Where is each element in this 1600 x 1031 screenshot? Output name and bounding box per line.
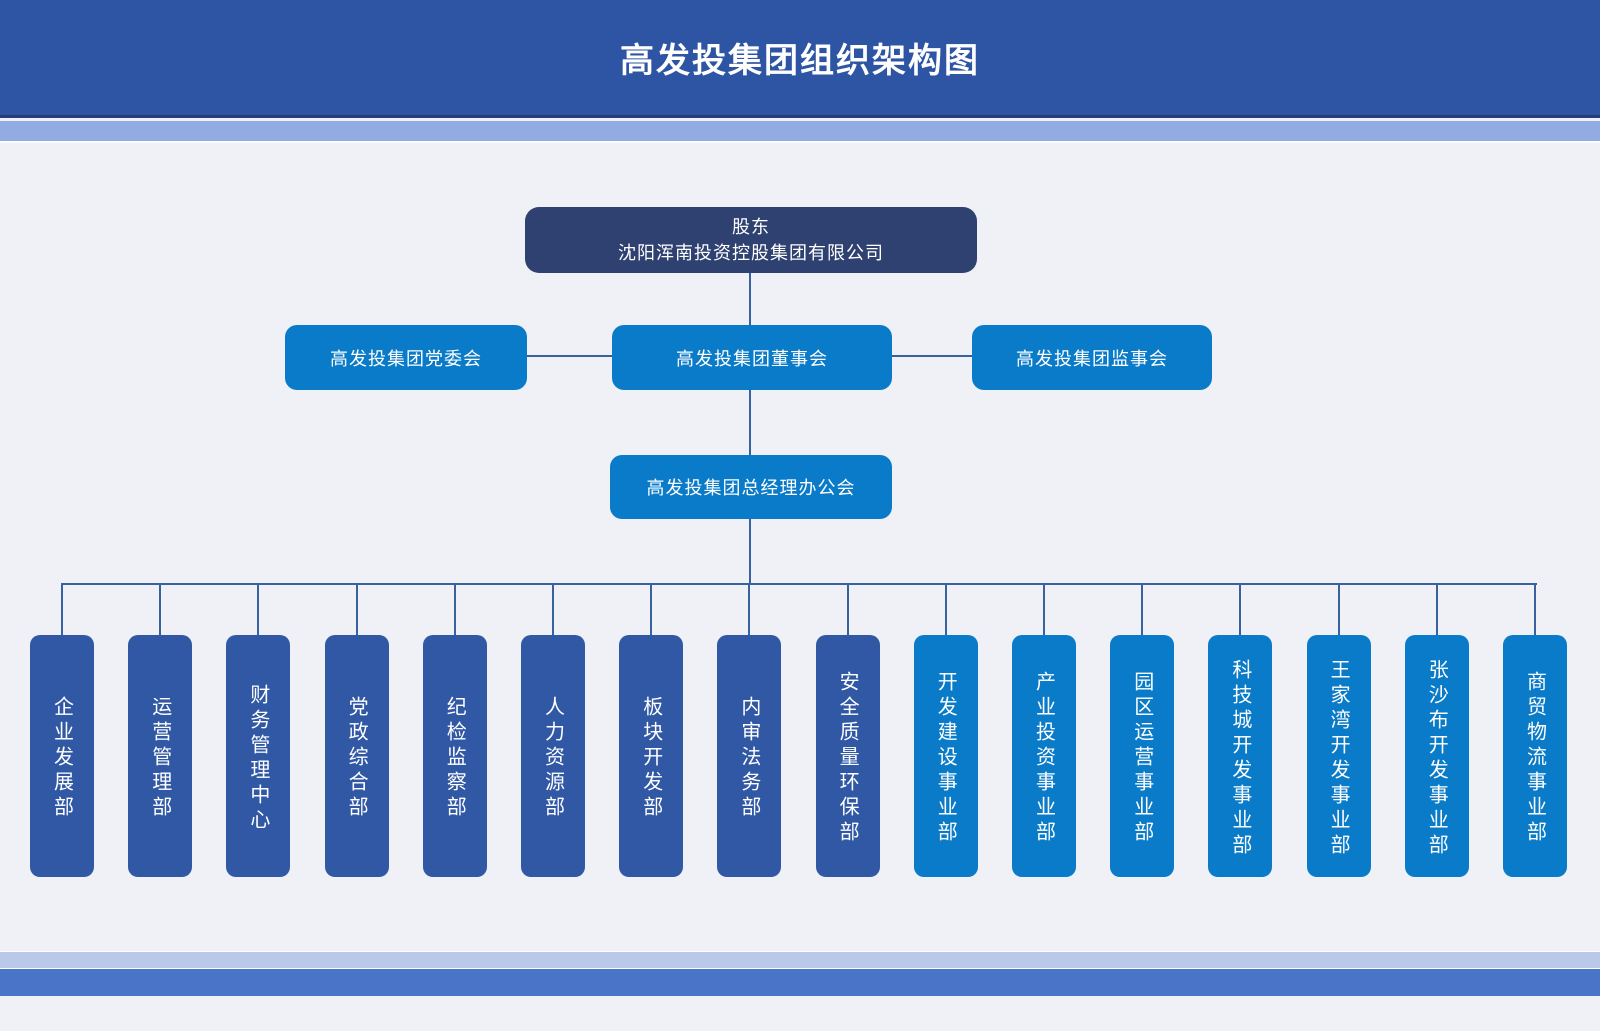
department-box-14[interactable]: 王家湾开发事业部 bbox=[1306, 635, 1371, 877]
page-title: 高发投集团组织架构图 bbox=[620, 42, 980, 80]
connector-board-supervisory bbox=[892, 355, 972, 357]
footer-accent-strip-dark bbox=[0, 969, 1600, 996]
header-accent-strip bbox=[0, 121, 1600, 143]
connector-dept-stub bbox=[1239, 584, 1242, 635]
connector-dept-stub bbox=[453, 584, 456, 635]
department-box-12[interactable]: 园区运营事业部 bbox=[1110, 635, 1175, 877]
connector-dept-stub bbox=[846, 584, 849, 635]
title-bar: 高发投集团组织架构图 bbox=[0, 0, 1600, 118]
department-box-13[interactable]: 科技城开发事业部 bbox=[1208, 635, 1273, 877]
department-label: 板块开发部 bbox=[639, 696, 662, 821]
shareholder-company: 沈阳浑南投资控股集团有限公司 bbox=[618, 243, 884, 263]
connector-shareholder-board bbox=[749, 273, 751, 325]
department-label: 商贸物流事业部 bbox=[1523, 671, 1546, 846]
department-box-7[interactable]: 板块开发部 bbox=[619, 635, 684, 877]
board-label: 高发投集团董事会 bbox=[676, 348, 828, 369]
department-label: 张沙布开发事业部 bbox=[1425, 658, 1448, 859]
party-committee-label: 高发投集团党委会 bbox=[330, 348, 482, 369]
connector-dept-stub bbox=[748, 584, 751, 635]
department-label: 内审法务部 bbox=[737, 696, 760, 821]
department-box-3[interactable]: 财务管理中心 bbox=[226, 635, 291, 877]
department-box-15[interactable]: 张沙布开发事业部 bbox=[1404, 635, 1469, 877]
connector-dept-stub bbox=[159, 584, 162, 635]
connector-dept-stub bbox=[1435, 584, 1438, 635]
department-label: 园区运营事业部 bbox=[1130, 671, 1153, 846]
department-label: 开发建设事业部 bbox=[934, 671, 957, 846]
department-box-10[interactable]: 开发建设事业部 bbox=[913, 635, 978, 877]
connector-dept-stub bbox=[944, 584, 947, 635]
department-box-16[interactable]: 商贸物流事业部 bbox=[1503, 635, 1567, 877]
department-box-2[interactable]: 运营管理部 bbox=[128, 635, 193, 877]
connector-board-gmoffice bbox=[749, 390, 751, 455]
connector-dept-stub bbox=[1534, 584, 1536, 635]
department-label: 纪检监察部 bbox=[443, 696, 466, 821]
connector-dept-stub bbox=[355, 584, 358, 635]
department-label: 企业发展部 bbox=[50, 696, 73, 821]
department-box-4[interactable]: 党政综合部 bbox=[324, 635, 389, 877]
supervisory-label: 高发投集团监事会 bbox=[1016, 348, 1168, 369]
department-box-9[interactable]: 安全质量环保部 bbox=[815, 635, 880, 877]
department-box-1[interactable]: 企业发展部 bbox=[30, 635, 94, 877]
department-label: 人力资源部 bbox=[541, 696, 564, 821]
connector-department-bus bbox=[61, 583, 1537, 585]
connector-dept-stub bbox=[552, 584, 554, 635]
department-box-8[interactable]: 内审法务部 bbox=[717, 635, 782, 877]
department-box-6[interactable]: 人力资源部 bbox=[521, 635, 585, 877]
department-label: 科技城开发事业部 bbox=[1228, 658, 1251, 859]
department-label: 财务管理中心 bbox=[246, 683, 269, 834]
connector-dept-stub bbox=[61, 584, 63, 635]
connector-gmoffice-bus bbox=[749, 519, 751, 585]
department-label: 安全质量环保部 bbox=[836, 671, 859, 846]
connector-party-board bbox=[527, 355, 612, 357]
department-box-5[interactable]: 纪检监察部 bbox=[422, 635, 487, 877]
gm-office-box[interactable]: 高发投集团总经理办公会 bbox=[610, 455, 892, 519]
department-label: 王家湾开发事业部 bbox=[1327, 658, 1350, 859]
footer-accent-strip-light bbox=[0, 951, 1600, 969]
department-box-11[interactable]: 产业投资事业部 bbox=[1012, 635, 1076, 877]
department-label: 党政综合部 bbox=[345, 696, 368, 821]
shareholder-box[interactable]: 股东 沈阳浑南投资控股集团有限公司 bbox=[525, 207, 977, 273]
connector-dept-stub bbox=[1337, 584, 1340, 635]
shareholder-label: 股东 bbox=[732, 216, 770, 237]
supervisory-box[interactable]: 高发投集团监事会 bbox=[972, 325, 1212, 390]
gm-office-label: 高发投集团总经理办公会 bbox=[646, 478, 856, 498]
connector-dept-stub bbox=[1141, 584, 1144, 635]
department-label: 产业投资事业部 bbox=[1032, 671, 1055, 846]
party-committee-box[interactable]: 高发投集团党委会 bbox=[285, 325, 527, 390]
board-box[interactable]: 高发投集团董事会 bbox=[612, 325, 892, 390]
connector-dept-stub bbox=[1043, 584, 1045, 635]
connector-dept-stub bbox=[650, 584, 653, 635]
department-label: 运营管理部 bbox=[148, 696, 171, 821]
connector-dept-stub bbox=[257, 584, 260, 635]
